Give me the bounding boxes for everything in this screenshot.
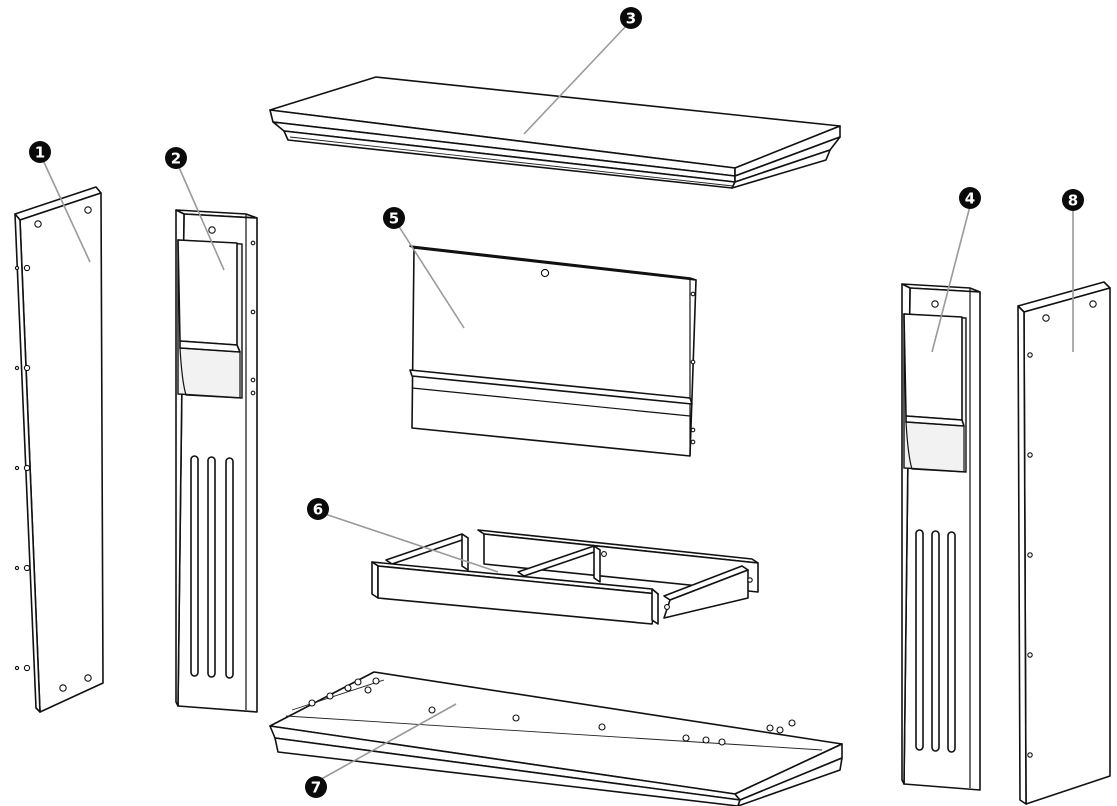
callout-5: 5 bbox=[383, 207, 405, 229]
callout-8: 8 bbox=[1062, 189, 1084, 211]
callout-2: 2 bbox=[165, 147, 187, 169]
callout-2-label: 2 bbox=[171, 150, 181, 168]
part-1-left-side-panel bbox=[14, 186, 104, 713]
leader-5 bbox=[397, 224, 465, 329]
callout-1-label: 1 bbox=[35, 144, 45, 162]
callout-7: 7 bbox=[305, 776, 327, 798]
callout-4: 4 bbox=[959, 187, 981, 209]
callout-1: 1 bbox=[29, 141, 51, 163]
leader-6 bbox=[321, 512, 499, 573]
part-3-top-cap bbox=[269, 76, 841, 189]
callout-7-label: 7 bbox=[311, 779, 321, 797]
part-7-base-plinth bbox=[269, 671, 843, 806]
leader-7 bbox=[315, 703, 457, 783]
callout-layer: 1 2 3 4 5 6 7 8 bbox=[29, 7, 1084, 798]
leader-1 bbox=[41, 157, 91, 263]
callout-6-label: 6 bbox=[313, 501, 323, 519]
leader-2 bbox=[177, 164, 225, 271]
callout-3-label: 3 bbox=[626, 10, 636, 28]
part-6-tray-frame bbox=[371, 529, 759, 625]
leader-4 bbox=[931, 205, 971, 353]
part-2-left-front-post bbox=[175, 209, 258, 713]
callout-4-label: 4 bbox=[965, 190, 975, 208]
callout-6: 6 bbox=[307, 498, 329, 520]
leader-3 bbox=[523, 24, 628, 135]
callout-3: 3 bbox=[620, 7, 642, 29]
callout-8-label: 8 bbox=[1068, 192, 1078, 210]
part-5-back-panel bbox=[409, 245, 697, 457]
part-4-right-front-post bbox=[901, 283, 981, 791]
part-8-right-side-panel bbox=[1017, 281, 1111, 805]
callout-5-label: 5 bbox=[389, 210, 399, 228]
